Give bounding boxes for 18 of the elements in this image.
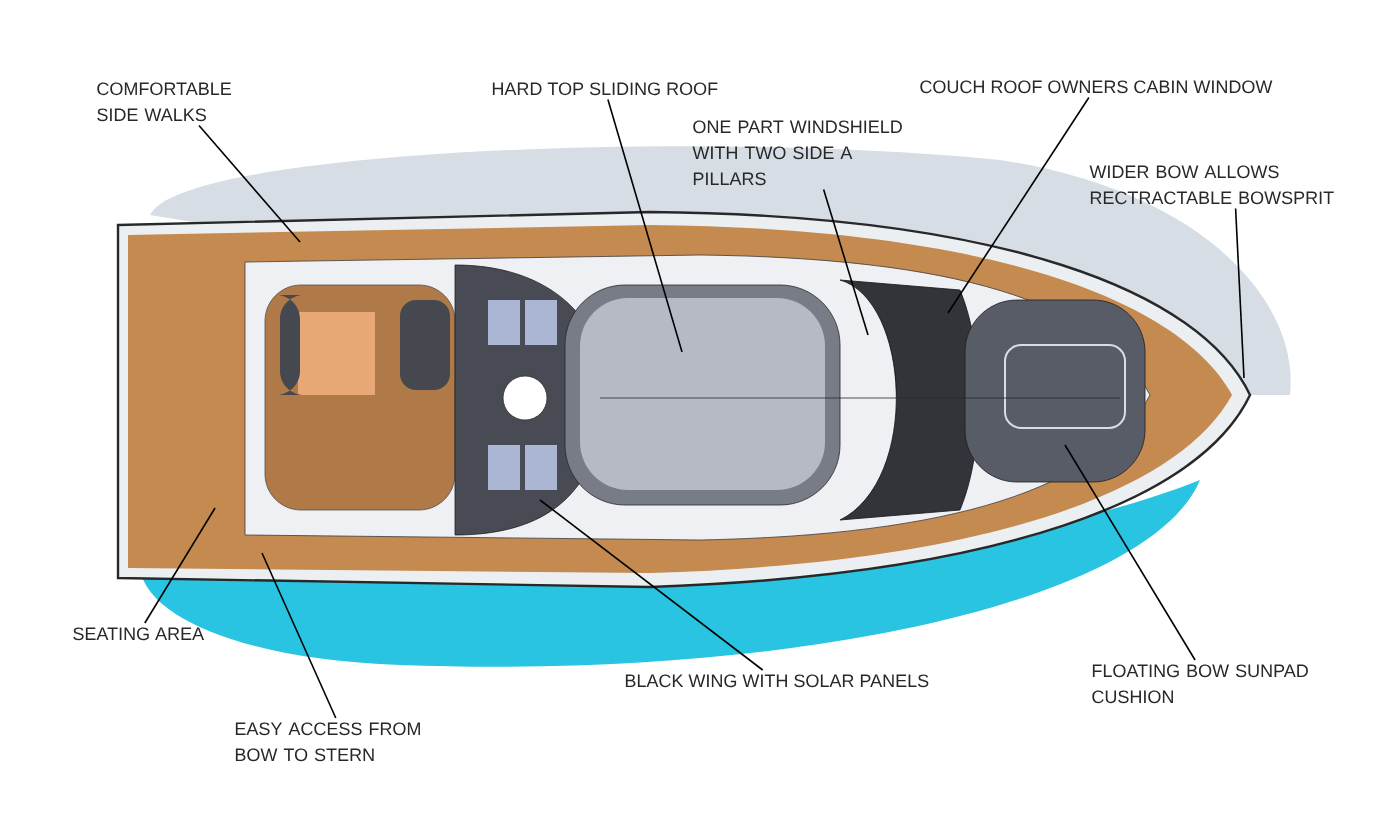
- leader-line: [1234, 207, 1245, 379]
- leader-line: [144, 507, 216, 624]
- leader-line: [607, 98, 683, 353]
- callout-label: HARD TOP SLIDING ROOF: [492, 82, 718, 96]
- leader-line: [947, 96, 1090, 314]
- leader-line: [198, 124, 301, 243]
- callout-label: BLACK WING WITH SOLAR PANELS: [625, 674, 929, 688]
- callout-label: EASY ACCESS FROM BOW TO STERN: [235, 722, 420, 762]
- leader-line: [539, 499, 764, 671]
- callout-label: ONE PART WINDSHIELD WITH TWO SIDE A PILLARS: [692, 120, 902, 186]
- callout-label: COMFORTABLE SIDE WALKS: [97, 82, 231, 122]
- leader-line: [1064, 444, 1196, 661]
- callout-label: WIDER BOW ALLOWS RECTRACTABLE BOWSPRIT: [1089, 165, 1334, 205]
- leader-line: [822, 188, 869, 336]
- callout-label: SEATING AREA: [73, 627, 205, 641]
- callout-label: FLOATING BOW SUNPAD CUSHION: [1092, 664, 1308, 704]
- callout-label: COUCH ROOF OWNERS CABIN WINDOW: [920, 80, 1273, 94]
- leader-line: [261, 552, 337, 719]
